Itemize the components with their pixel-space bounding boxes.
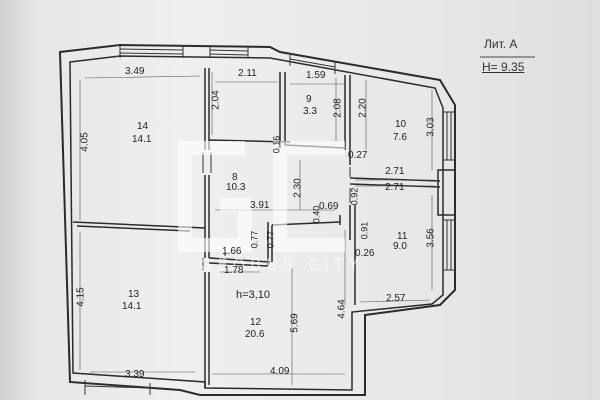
room-9-area: 3.3 [303, 106, 317, 117]
window-bottom [84, 380, 151, 395]
dim-069: 0.69 [319, 201, 339, 212]
room-12-area: 20.6 [245, 329, 265, 340]
watermark-logo [178, 141, 345, 252]
dim-corridor-top: 2.71 [385, 166, 405, 177]
dim-room8-width: 3.91 [250, 200, 270, 211]
dim-077-a: 0.77 [249, 230, 260, 249]
dim-026: 0.26 [355, 248, 375, 259]
watermark-text: GEOBUS CITY [200, 255, 364, 274]
dim-room8-upper: 2.04 [210, 90, 222, 110]
dim-166: 1.66 [222, 246, 242, 257]
height-label: H= 9.35 [482, 60, 525, 74]
window-right-lower [443, 219, 455, 271]
dim-room11-bottom: 2.57 [386, 293, 406, 304]
room-14-number: 14 [137, 121, 149, 132]
room-11-number: 11 [397, 231, 408, 242]
outer-wall [58, 43, 456, 396]
dimension-lines [79, 72, 435, 385]
dim-room9-top: 1.59 [306, 70, 326, 81]
dim-room10-left: 2.20 [357, 98, 369, 118]
dim-room9-height: 2.08 [332, 98, 344, 118]
dim-016: 0.16 [271, 135, 282, 154]
dim-room13-bottom: 3.39 [125, 369, 145, 380]
dim-091: 0.91 [359, 221, 370, 240]
dim-room10-right: 3.03 [425, 117, 437, 137]
dim-040: 0.40 [311, 205, 322, 224]
window-top-left [119, 45, 184, 58]
room-11-area: 9.0 [393, 241, 407, 252]
room-13-number: 13 [128, 289, 140, 300]
room-8-area: 10.3 [226, 182, 246, 193]
dim-room14-height: 4.05 [79, 132, 91, 152]
dim-027: 0.27 [348, 150, 368, 161]
header-divider [480, 56, 535, 58]
window-right-upper [443, 111, 455, 161]
window-top-middle [209, 46, 249, 58]
dim-077-b: 0.77 [265, 230, 276, 249]
column-right [437, 169, 456, 216]
dim-room11-left: 4.64 [336, 299, 348, 319]
dim-room13-height: 4.15 [75, 287, 87, 307]
ceiling-height: h=3,10 [236, 289, 270, 301]
window-top-right [289, 55, 336, 74]
dim-room12-bottom: 4.09 [270, 366, 290, 377]
room-8-number: 8 [232, 172, 238, 183]
dim-room8-depth: 2.30 [292, 178, 304, 198]
room-14-area: 14.1 [132, 134, 152, 145]
lit-label: Лит. А [484, 37, 518, 51]
dim-092: 0.92 [349, 187, 360, 206]
room-10-number: 10 [395, 119, 407, 130]
dim-178: 1.78 [224, 265, 244, 276]
room-10-area: 7.6 [393, 132, 407, 143]
room-13-area: 14.1 [122, 301, 142, 312]
room-9-number: 9 [306, 94, 312, 105]
dim-room12-depth: 5.69 [289, 313, 301, 333]
dim-room14-width: 3.49 [125, 66, 145, 77]
room-12-number: 12 [250, 317, 262, 328]
dim-room11-right: 3.56 [425, 228, 437, 248]
interior-walls [72, 68, 441, 388]
dim-corridor-bottom: 2.71 [385, 182, 405, 193]
dim-room8-top: 2.11 [238, 68, 257, 79]
